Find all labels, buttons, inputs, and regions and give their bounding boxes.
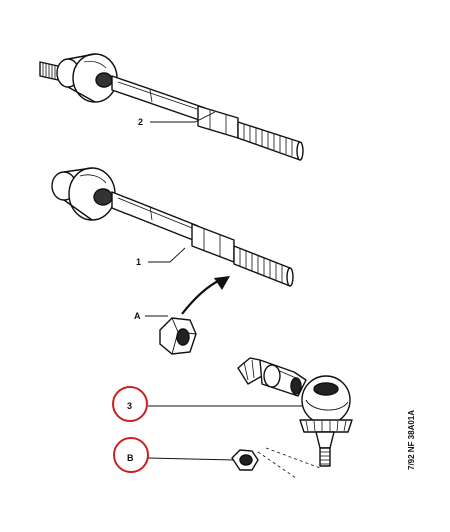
leader-lines (145, 111, 302, 461)
callout-1: 1 (136, 257, 141, 267)
tie-rod-upper (39, 53, 304, 161)
nut-b (231, 449, 259, 471)
tie-rod-end (237, 357, 353, 467)
assembly-arrow (181, 276, 230, 315)
nut-a (159, 317, 197, 355)
highlight-circle-b (113, 437, 149, 473)
callout-3: 3 (127, 401, 132, 411)
callout-2: 2 (138, 117, 143, 127)
tie-rod-lower (51, 167, 294, 287)
callout-a: A (134, 311, 141, 321)
highlight-circle-3 (112, 386, 148, 422)
callout-b: B (127, 453, 134, 463)
drawing-reference-code: 7/92 NF 38A01A (407, 410, 416, 470)
alignment-line (257, 447, 321, 479)
